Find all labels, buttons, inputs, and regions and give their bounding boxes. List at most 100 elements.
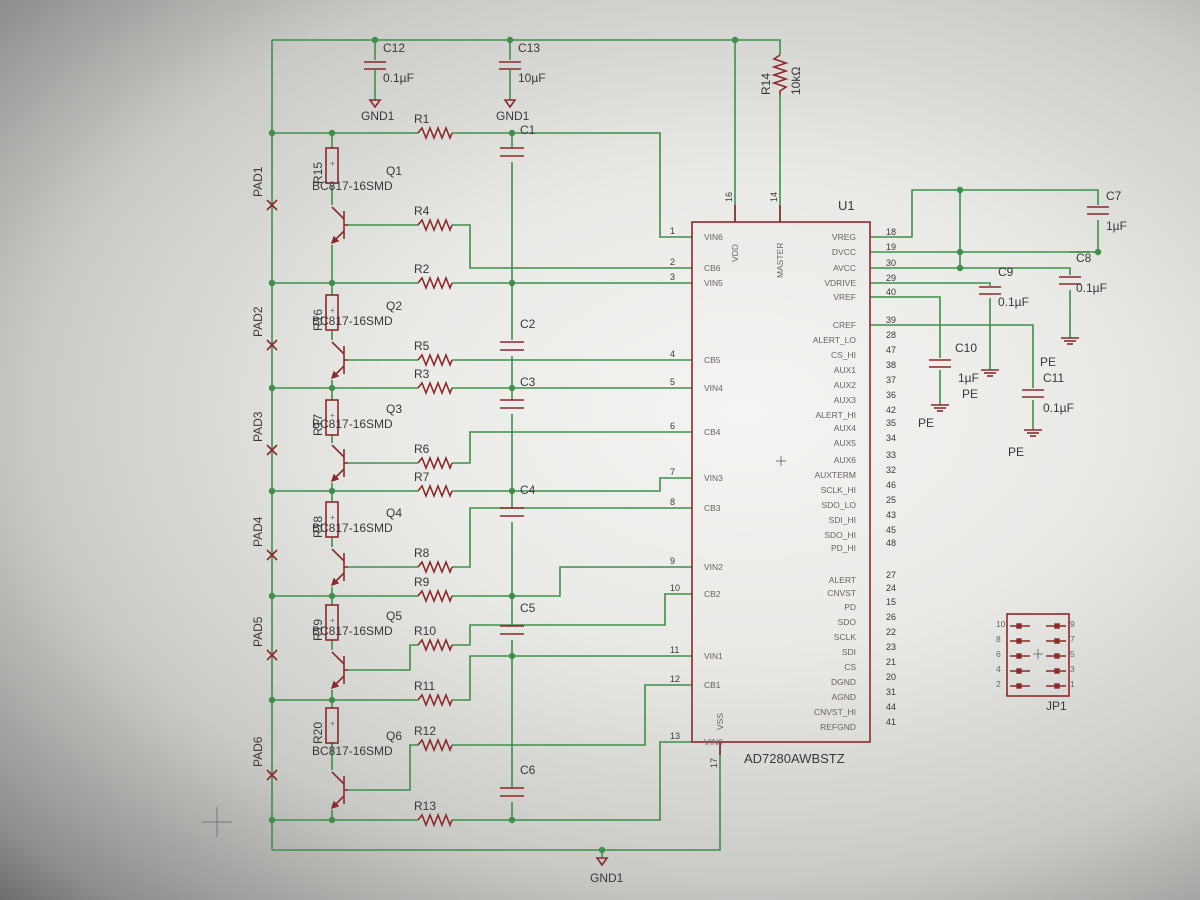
capacitor-c4[interactable]: C4	[500, 483, 536, 517]
capacitor-c5[interactable]: C5	[500, 601, 536, 635]
capacitor-c6[interactable]: C6	[500, 763, 536, 797]
resistor-r3[interactable]: R3	[414, 367, 453, 396]
resistor-r17[interactable]: +R17	[311, 399, 339, 436]
pad-4[interactable]: PAD4	[251, 516, 278, 561]
resistor-r5[interactable]: R5	[414, 339, 453, 368]
resistor-r8[interactable]: R8	[414, 546, 453, 575]
jp1-pin-6[interactable]: 6	[996, 649, 1030, 659]
resistor-r15[interactable]: +R15	[311, 147, 339, 184]
chip-u1[interactable]: U1 AD7280AWBSTZ 16 14 VDD MASTER 17 VSS …	[670, 192, 896, 768]
capacitor-c12[interactable]	[364, 61, 386, 70]
resistor-r13[interactable]: R13	[414, 799, 453, 828]
pad-3[interactable]: PAD3	[251, 411, 278, 456]
resistor-r10[interactable]: R10	[414, 624, 453, 653]
resistor-r18[interactable]: +R18	[311, 501, 339, 538]
pad-2[interactable]: PAD2	[251, 306, 278, 351]
pad-6[interactable]: PAD6	[251, 736, 278, 781]
resistor-r19[interactable]: +R19	[311, 604, 339, 641]
pad-5[interactable]: PAD5	[251, 616, 278, 661]
pad-1[interactable]: PAD1	[251, 166, 278, 211]
jp1-pin-9[interactable]: 9	[1046, 619, 1075, 629]
capacitor-c1[interactable]: C1	[500, 123, 536, 157]
resistor-r16[interactable]: +R16	[311, 294, 339, 331]
resistor-r20[interactable]: +R20	[311, 707, 339, 744]
jp1-pin-3[interactable]: 3	[1046, 664, 1075, 674]
resistor-r1[interactable]: R1	[414, 112, 453, 141]
resistor-r4[interactable]: R4	[414, 204, 453, 233]
capacitor-c8[interactable]	[1059, 276, 1081, 285]
resistor-r6[interactable]: R6	[414, 442, 453, 471]
jp1-pin-2[interactable]: 2	[996, 679, 1030, 689]
resistor-r2[interactable]: R2	[414, 262, 453, 291]
jp1-pin-5[interactable]: 5	[1046, 649, 1075, 659]
resistor-r9[interactable]: R9	[414, 575, 453, 604]
capacitor-c7[interactable]	[1087, 206, 1109, 215]
capacitor-c13[interactable]	[499, 61, 521, 70]
capacitor-c10[interactable]	[929, 359, 951, 368]
jp1-pin-10[interactable]: 10	[996, 619, 1030, 629]
jp1-pin-4[interactable]: 4	[996, 664, 1030, 674]
r14-resistor[interactable]: R14 10kΩ	[759, 54, 803, 95]
jp1-pin-7[interactable]: 7	[1046, 634, 1075, 644]
capacitor-c2[interactable]: C2	[500, 317, 536, 351]
resistor-r7[interactable]: R7	[414, 470, 453, 499]
jp1-pin-8[interactable]: 8	[996, 634, 1030, 644]
capacitor-c3[interactable]: C3	[500, 375, 536, 409]
resistor-r11[interactable]: R11	[414, 679, 453, 708]
jp1-pin-1[interactable]: 1	[1046, 679, 1075, 689]
capacitor-c9[interactable]	[979, 286, 1001, 295]
